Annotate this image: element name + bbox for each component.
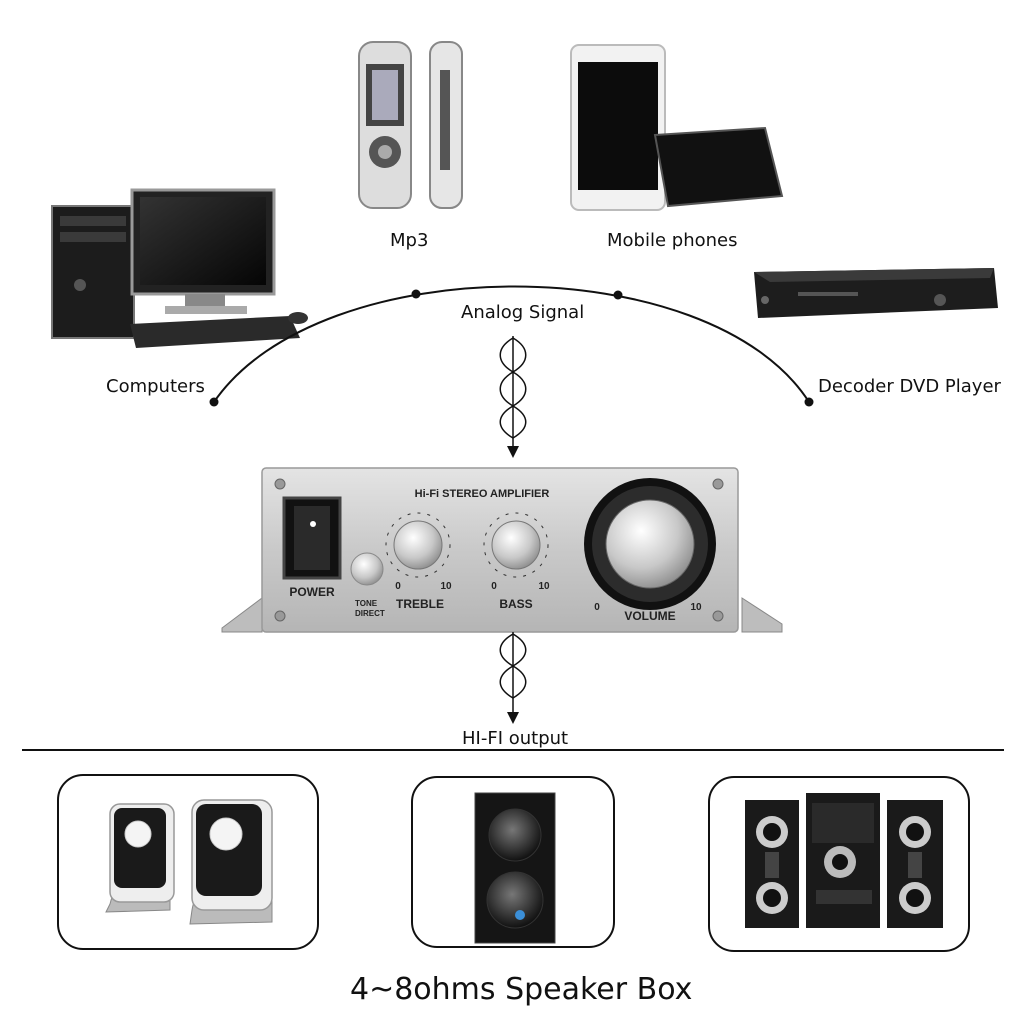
mobile-phones-icon [570,44,784,211]
computer-icon [51,188,308,348]
arc-node [804,397,814,407]
tone-direct-button[interactable] [350,552,384,586]
speaker-frame-desktop [57,774,319,950]
bass-max: 10 [538,581,550,592]
direct-label: DIRECT [355,609,385,618]
mp3-player-icon [358,41,463,209]
analog-signal-label: Analog Signal [461,302,585,323]
output-signal-wave [499,632,527,724]
volume-min: 0 [594,602,600,613]
power-label: POWER [289,585,335,599]
treble-max: 10 [440,581,452,592]
signal-arc [213,285,810,403]
dvd-player-icon [754,268,998,318]
speaker-box-title: 4~8ohms Speaker Box [350,972,693,1007]
tone-label: TONE [355,599,378,608]
volume-label: VOLUME [624,609,675,623]
input-signal-wave [499,336,527,458]
bass-label: BASS [499,597,532,611]
arc-node [209,397,219,407]
computers-label: Computers [106,376,205,397]
dvd-player-label: Decoder DVD Player [818,376,1001,397]
home-theater-system-icon [745,793,943,928]
speaker-frame-pa [411,776,615,948]
treble-label: TREBLE [396,597,444,611]
amplifier-title: Hi-Fi STEREO AMPLIFIER [415,488,550,500]
bass-min: 0 [491,581,497,592]
desktop-speakers-icon [105,799,273,925]
arc-node [411,289,421,299]
mp3-label: Mp3 [390,230,429,251]
treble-knob[interactable] [385,512,451,578]
arc-node [613,290,623,300]
amplifier-device [221,467,783,633]
pa-speaker-cabinet-icon [474,792,556,944]
treble-min: 0 [395,581,401,592]
hifi-output-label: HI-FI output [462,728,569,749]
volume-knob[interactable] [584,478,716,610]
volume-max: 10 [690,602,702,613]
bass-knob[interactable] [483,512,549,578]
speaker-frame-home-theater [708,776,970,952]
mobile-phones-label: Mobile phones [607,230,738,251]
